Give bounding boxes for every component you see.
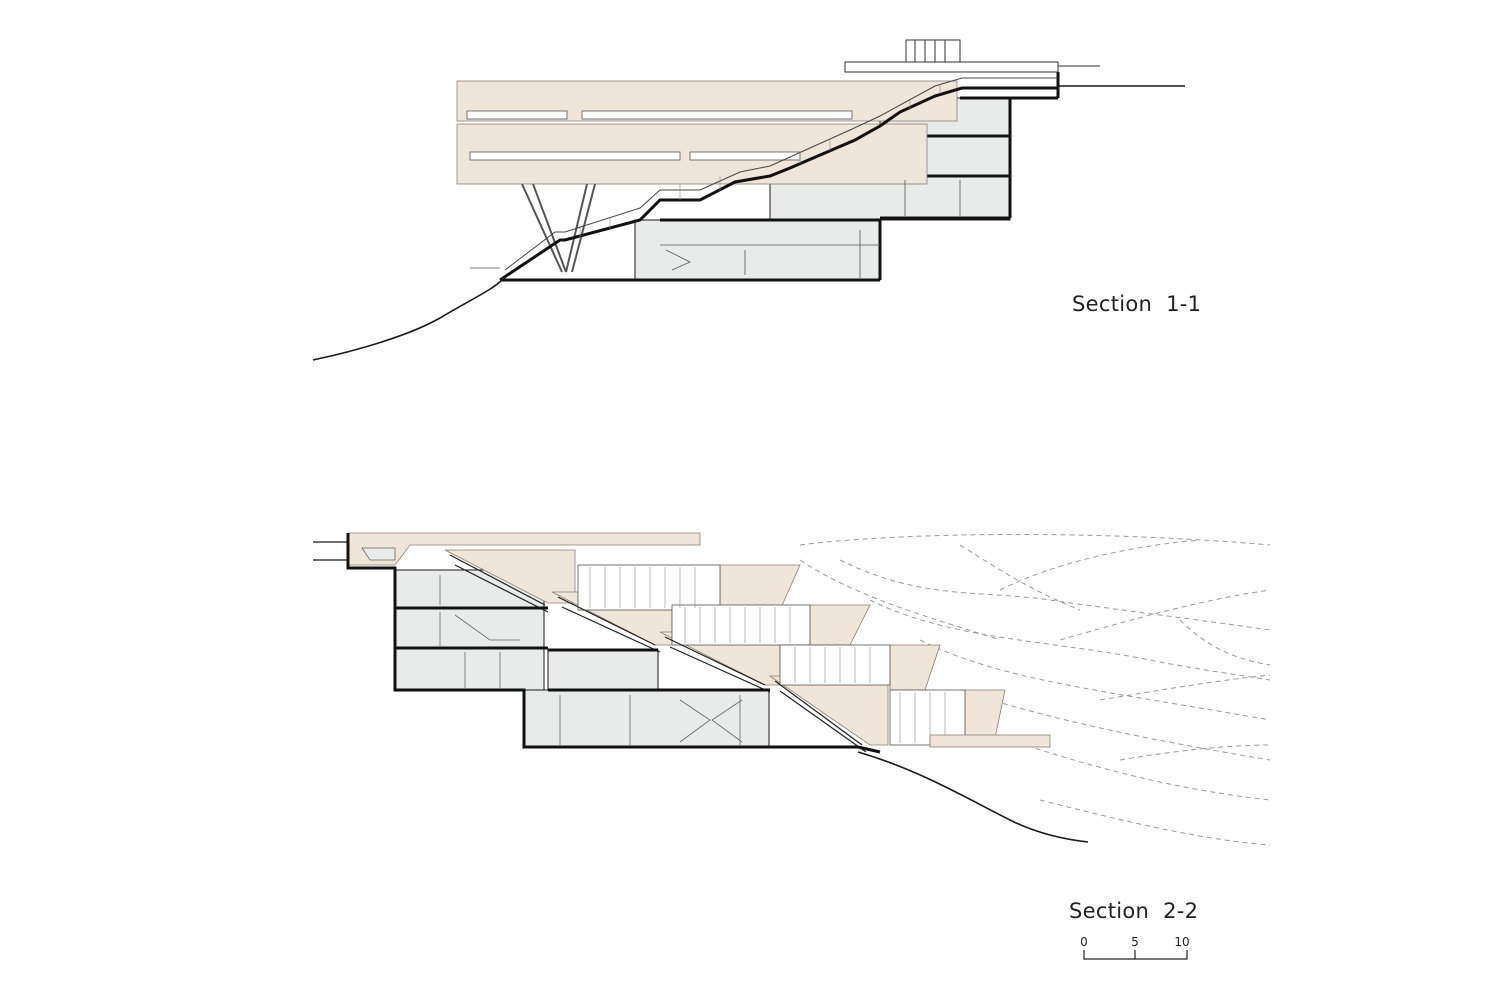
facade-mullions	[589, 567, 946, 743]
interior-details	[470, 180, 961, 278]
stair-railing	[504, 77, 1058, 271]
terrain-left	[313, 541, 348, 561]
floor-slabs	[502, 72, 1060, 282]
section-2-2-label: Section 2-2	[1069, 899, 1198, 923]
section-1-1-label: Section 1-1	[1072, 292, 1201, 316]
lower-volume	[634, 219, 881, 281]
interior-volumes	[393, 569, 770, 748]
scale-tick-0: 0	[1080, 935, 1088, 949]
terrace-staircases	[449, 554, 867, 753]
terrain-slope	[857, 751, 1089, 843]
railing-balusters	[579, 84, 941, 238]
section-1-1-drawing	[312, 39, 1185, 361]
structural-slabs	[346, 533, 881, 754]
scale-tick-10: 10	[1174, 935, 1189, 949]
interior-detail-lines	[361, 547, 1051, 748]
rooftop-structure	[844, 39, 1100, 73]
window-bands	[466, 110, 853, 161]
facade-panels	[577, 564, 966, 746]
scale-tick-5: 5	[1131, 935, 1139, 949]
terrain-line	[312, 279, 880, 361]
scale-bar: 0 5 10	[1080, 935, 1190, 960]
stepped-stair-line	[499, 86, 1058, 282]
section-2-2-drawing	[313, 532, 1271, 846]
